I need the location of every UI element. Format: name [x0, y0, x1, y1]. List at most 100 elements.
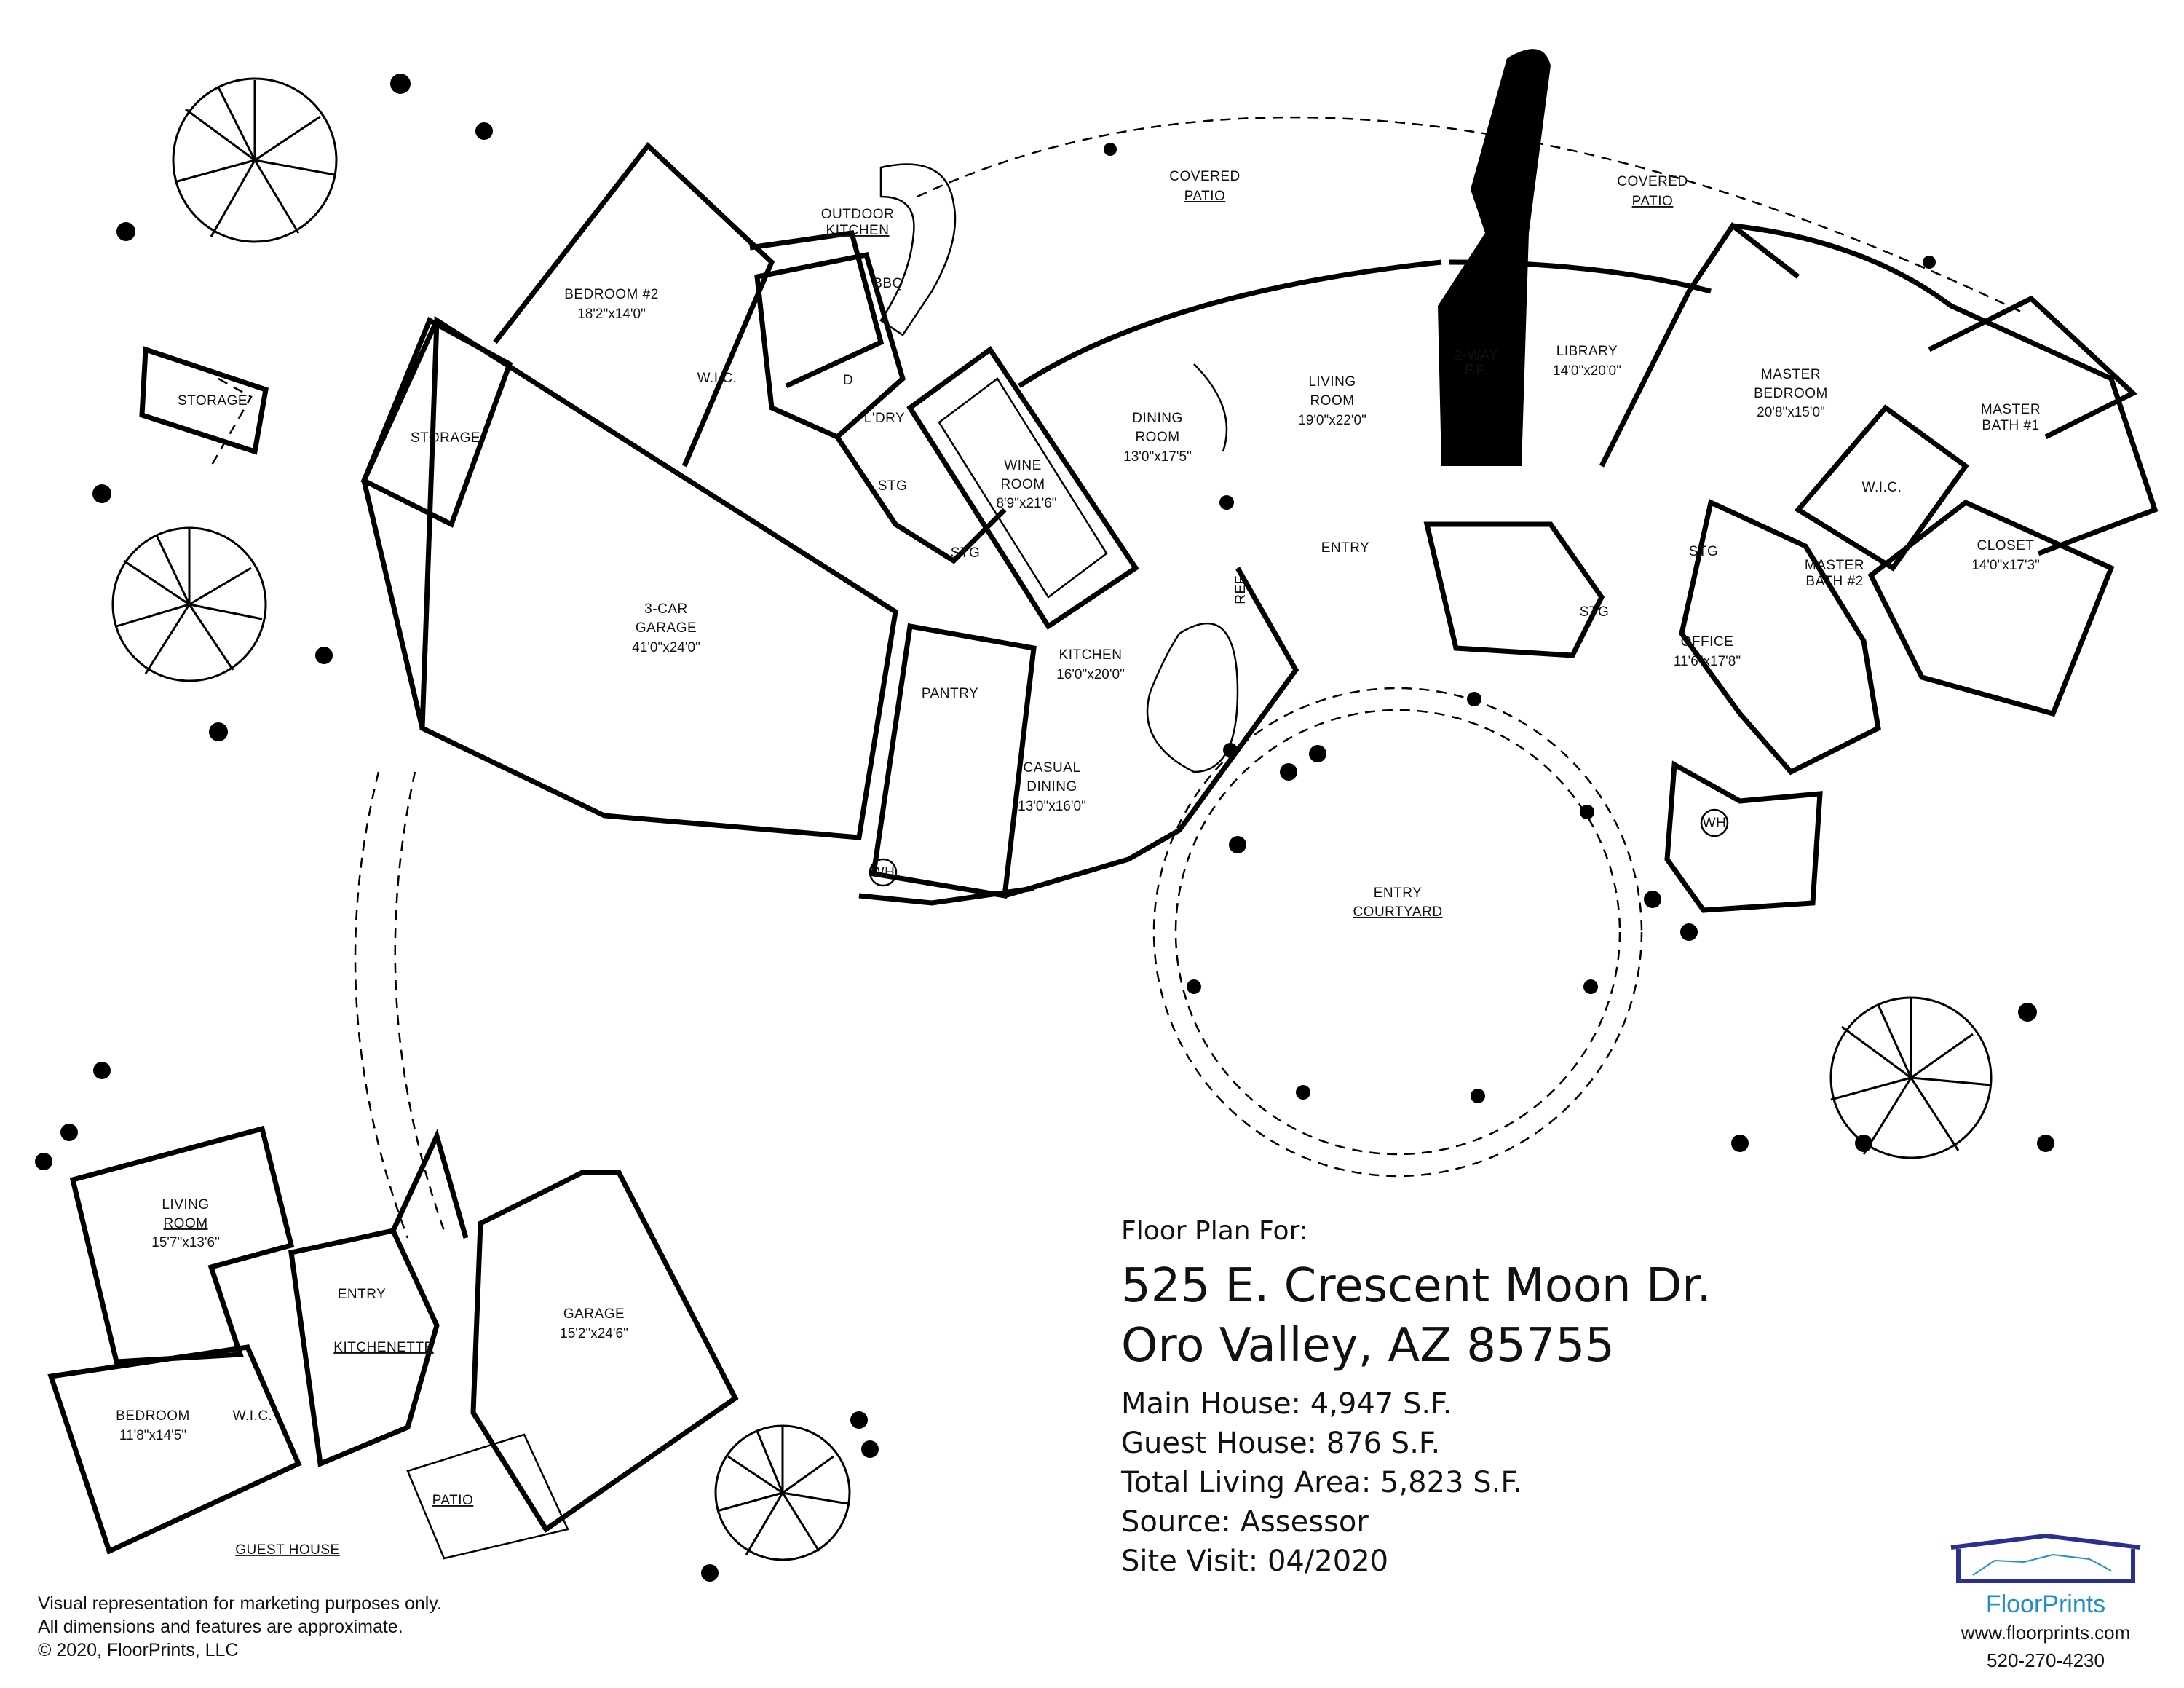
- svg-text:PATIO: PATIO: [432, 1493, 474, 1508]
- svg-text:COURTYARD: COURTYARD: [1353, 904, 1442, 920]
- address-line-2: Oro Valley, AZ 85755: [1121, 1319, 1615, 1373]
- svg-text:BATH #1: BATH #1: [1982, 418, 2039, 433]
- svg-text:W.I.C.: W.I.C.: [233, 1408, 273, 1424]
- svg-text:BEDROOM: BEDROOM: [116, 1408, 190, 1424]
- disclaimer-line-1: Visual representation for marketing purp…: [38, 1593, 442, 1614]
- main-house-area: Main House: 4,947 S.F.: [1121, 1387, 1452, 1421]
- svg-text:CLOSET: CLOSET: [1977, 538, 2034, 553]
- brand-name: FloorPrints: [1985, 1590, 2106, 1618]
- svg-text:STORAGE: STORAGE: [411, 430, 480, 446]
- svg-text:L'DRY: L'DRY: [864, 411, 905, 426]
- property-info-block: Floor Plan For: 525 E. Crescent Moon Dr.…: [1121, 1216, 1712, 1581]
- svg-text:16'0"x20'0": 16'0"x20'0": [1056, 667, 1125, 682]
- svg-text:COVERED: COVERED: [1617, 174, 1688, 189]
- house-logo-icon: [1950, 1533, 2141, 1583]
- svg-text:WINE: WINE: [1004, 458, 1042, 473]
- site-visit-date: Site Visit: 04/2020: [1121, 1545, 1389, 1578]
- svg-text:BEDROOM: BEDROOM: [1754, 386, 1828, 401]
- svg-text:OUTDOOR: OUTDOOR: [821, 207, 895, 222]
- svg-text:41'0"x24'0": 41'0"x24'0": [632, 640, 700, 655]
- svg-text:COVERED: COVERED: [1169, 169, 1240, 184]
- covered-patio-outline: [917, 116, 2025, 315]
- svg-text:GARAGE: GARAGE: [636, 620, 697, 636]
- guest-house-area: Guest House: 876 S.F.: [1121, 1427, 1441, 1460]
- disclaimer-block: Visual representation for marketing purp…: [38, 1592, 442, 1662]
- svg-text:KITCHEN: KITCHEN: [826, 223, 890, 238]
- tree-icon: [172, 77, 338, 243]
- svg-text:LIVING: LIVING: [162, 1197, 209, 1212]
- svg-text:8'9"x21'6": 8'9"x21'6": [996, 496, 1056, 511]
- svg-text:CASUAL: CASUAL: [1023, 760, 1080, 776]
- svg-text:GUEST HOUSE: GUEST HOUSE: [235, 1542, 339, 1558]
- svg-text:STORAGE: STORAGE: [178, 393, 248, 409]
- svg-text:2-WAY: 2-WAY: [1455, 348, 1499, 363]
- total-living-area: Total Living Area: 5,823 S.F.: [1121, 1466, 1522, 1499]
- svg-text:W.I.C.: W.I.C.: [697, 371, 737, 386]
- svg-text:MASTER: MASTER: [1981, 402, 2041, 417]
- svg-text:BATH #2: BATH #2: [1805, 574, 1863, 589]
- walkway-dashed-curve-2: [394, 771, 446, 1231]
- svg-text:REF: REF: [1233, 575, 1249, 604]
- svg-text:WH: WH: [1703, 816, 1727, 831]
- room-labels: COVERED PATIO COVERED PATIO OUTDOOR KITC…: [116, 169, 2041, 1558]
- svg-text:14'0"x20'0": 14'0"x20'0": [1553, 363, 1621, 379]
- svg-text:MASTER: MASTER: [1761, 367, 1821, 382]
- svg-text:LIBRARY: LIBRARY: [1556, 344, 1618, 359]
- tree-icon: [714, 1424, 851, 1561]
- brand-website[interactable]: www.floorprints.com: [1961, 1622, 2131, 1644]
- svg-text:DINING: DINING: [1026, 779, 1077, 794]
- copyright-line: © 2020, FloorPrints, LLC: [38, 1640, 239, 1660]
- svg-text:STG: STG: [951, 545, 981, 561]
- svg-text:ENTRY: ENTRY: [1321, 540, 1370, 556]
- svg-text:ROOM: ROOM: [163, 1216, 207, 1231]
- svg-text:GARAGE: GARAGE: [563, 1306, 625, 1322]
- svg-text:PATIO: PATIO: [1632, 194, 1674, 209]
- svg-text:STG: STG: [878, 478, 908, 494]
- svg-text:11'6"x17'8": 11'6"x17'8": [1674, 654, 1741, 669]
- svg-text:DINING: DINING: [1132, 411, 1183, 426]
- svg-text:18'2"x14'0": 18'2"x14'0": [577, 307, 646, 322]
- svg-text:STG: STG: [1689, 544, 1719, 559]
- disclaimer-line-2: All dimensions and features are approxim…: [38, 1617, 403, 1637]
- svg-text:PANTRY: PANTRY: [922, 686, 978, 701]
- svg-text:ROOM: ROOM: [1000, 477, 1045, 492]
- svg-text:MASTER: MASTER: [1805, 558, 1864, 573]
- svg-text:LIVING: LIVING: [1308, 374, 1356, 390]
- svg-text:KITCHEN: KITCHEN: [1059, 647, 1123, 663]
- svg-text:BEDROOM #2: BEDROOM #2: [564, 287, 659, 302]
- svg-text:OFFICE: OFFICE: [1681, 634, 1734, 650]
- svg-text:20'8"x15'0": 20'8"x15'0": [1757, 405, 1825, 420]
- svg-text:F.P.: F.P.: [1465, 363, 1488, 378]
- tree-icon: [1829, 996, 1993, 1159]
- svg-text:3-CAR: 3-CAR: [644, 602, 688, 617]
- svg-text:ROOM: ROOM: [1310, 393, 1354, 409]
- svg-text:13'0"x16'0": 13'0"x16'0": [1018, 799, 1086, 814]
- patio-dashed-line: [210, 377, 253, 467]
- svg-text:PATIO: PATIO: [1184, 189, 1226, 204]
- svg-text:ROOM: ROOM: [1135, 430, 1179, 445]
- svg-text:15'7"x13'6": 15'7"x13'6": [151, 1235, 220, 1250]
- svg-text:D: D: [843, 373, 853, 388]
- svg-text:KITCHENETTE: KITCHENETTE: [333, 1340, 433, 1355]
- svg-text:W.I.C.: W.I.C.: [1862, 480, 1902, 495]
- main-house-walls: [139, 49, 2159, 913]
- svg-text:19'0"x22'0": 19'0"x22'0": [1298, 413, 1366, 428]
- patio-columns: [1104, 143, 1936, 510]
- svg-text:13'0"x17'5": 13'0"x17'5": [1123, 449, 1192, 465]
- courtyard-ring-outer: [1152, 687, 1643, 1178]
- svg-text:14'0"x17'3": 14'0"x17'3": [1971, 558, 2040, 573]
- svg-text:15'2"x24'6": 15'2"x24'6": [560, 1326, 628, 1341]
- data-source: Source: Assessor: [1121, 1505, 1369, 1539]
- svg-text:11'8"x14'5": 11'8"x14'5": [119, 1428, 186, 1443]
- shrub-icon: [35, 74, 2054, 1582]
- svg-text:BBQ: BBQ: [873, 276, 903, 291]
- guest-house-walls: [47, 1125, 739, 1560]
- brand-phone: 520-270-4230: [1987, 1649, 2105, 1671]
- tree-icon: [111, 526, 267, 682]
- courtyard-ring-inner: [1174, 709, 1621, 1156]
- floorprints-brand: FloorPrints www.floorprints.com 520-270-…: [1936, 1533, 2155, 1674]
- svg-text:ENTRY: ENTRY: [338, 1287, 387, 1302]
- svg-text:STG: STG: [1580, 604, 1610, 620]
- floor-plan-prefix: Floor Plan For:: [1121, 1216, 1308, 1246]
